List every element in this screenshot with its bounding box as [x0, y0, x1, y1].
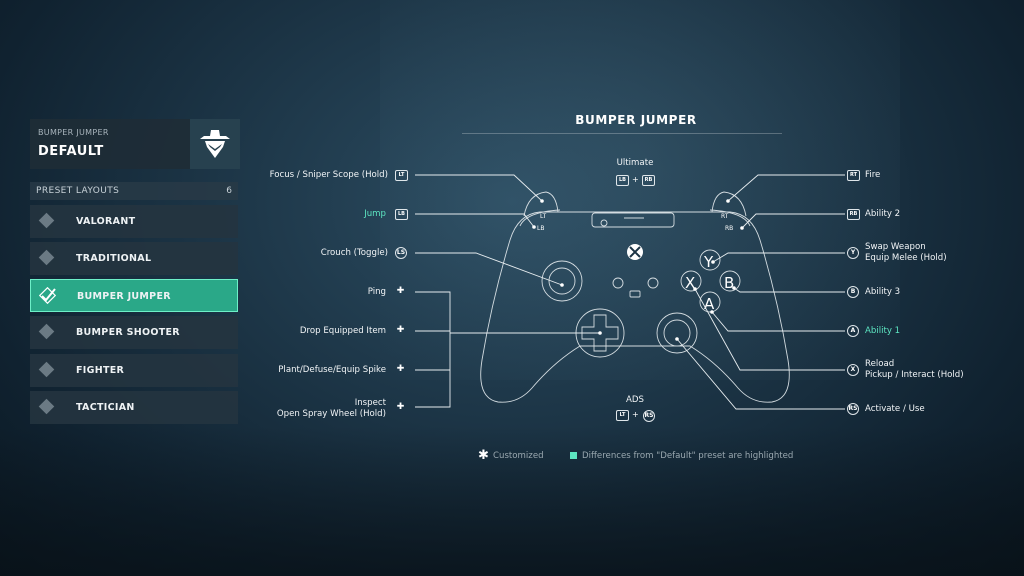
- dpad-down-icon: ✚: [396, 364, 405, 374]
- diamond-icon: [38, 398, 55, 415]
- diamond-icon: [38, 323, 55, 340]
- diamond-icon: [38, 361, 55, 378]
- preset-item-valorant[interactable]: VALORANT: [30, 205, 238, 238]
- binding-ping: Ping: [367, 287, 386, 297]
- preset-item-traditional[interactable]: TRADITIONAL: [30, 242, 238, 275]
- bumper-rb: RB: [725, 225, 733, 232]
- face-button-a: A: [704, 295, 715, 313]
- dpad-up-icon: ✚: [396, 286, 405, 296]
- agent-hat-emblem-icon: [190, 119, 240, 169]
- binding-ability-1: Ability 1: [865, 326, 901, 336]
- plus-sign: +: [632, 175, 639, 184]
- ls-button-icon: LS: [395, 247, 407, 259]
- dpad-right-icon: ✚: [396, 325, 405, 335]
- y-button-icon: Y: [847, 247, 859, 259]
- binding-activate-use: Activate / Use: [865, 404, 925, 414]
- ultimate-label: Ultimate: [616, 158, 654, 168]
- rs-button-icon: RS: [643, 410, 655, 422]
- rt-button-icon: RT: [847, 170, 860, 181]
- binding-swap-weapon: Swap Weapon Equip Melee (Hold): [865, 242, 947, 264]
- lt-button-icon: LT: [616, 410, 629, 421]
- preset-title: DEFAULT: [38, 144, 104, 159]
- diamond-icon: [38, 249, 55, 266]
- diagram-title: BUMPER JUMPER: [575, 113, 697, 127]
- preset-item-bumper-jumper[interactable]: BUMPER JUMPER: [30, 279, 238, 312]
- legend-differences: Differences from "Default" preset are hi…: [582, 451, 794, 461]
- binding-inspect-line2: Open Spray Wheel (Hold): [276, 409, 386, 419]
- background-haze: [380, 0, 900, 380]
- rb-button-icon: RB: [642, 175, 655, 186]
- ads-label: ADS: [626, 395, 644, 405]
- preset-item-label: BUMPER SHOOTER: [76, 327, 180, 338]
- trigger-rt: RT: [721, 213, 729, 220]
- preset-item-tactician[interactable]: TACTICIAN: [30, 391, 238, 424]
- binding-swap-weapon-line1: Swap Weapon: [865, 242, 926, 252]
- binding-reload-line2: Pickup / Interact (Hold): [865, 370, 964, 380]
- preset-item-bumper-shooter[interactable]: BUMPER SHOOTER: [30, 316, 238, 349]
- highlight-swatch-icon: [570, 452, 577, 459]
- binding-focus-scope: Focus / Sniper Scope (Hold): [269, 170, 388, 180]
- rb-button-icon: RB: [847, 209, 860, 220]
- preset-item-label: BUMPER JUMPER: [77, 291, 171, 302]
- dpad-left-icon: ✚: [396, 402, 405, 412]
- trigger-lt: LT: [540, 213, 547, 220]
- binding-swap-weapon-line2: Equip Melee (Hold): [865, 253, 947, 263]
- face-button-b: B: [724, 274, 734, 292]
- binding-reload: Reload Pickup / Interact (Hold): [865, 359, 964, 381]
- preset-subtitle: BUMPER JUMPER: [38, 128, 109, 137]
- binding-reload-line1: Reload: [865, 359, 895, 369]
- legend-customized: Customized: [493, 451, 544, 461]
- b-button-icon: B: [847, 286, 859, 298]
- preset-layouts-label: PRESET LAYOUTS: [36, 186, 120, 196]
- binding-plant-defuse: Plant/Defuse/Equip Spike: [278, 365, 386, 375]
- bumper-lb: LB: [537, 225, 544, 232]
- preset-item-label: VALORANT: [76, 216, 136, 227]
- rs-button-icon: RS: [847, 403, 859, 415]
- diamond-icon: [38, 212, 55, 229]
- preset-item-label: FIGHTER: [76, 365, 125, 376]
- preset-layouts-header: PRESET LAYOUTS 6: [30, 182, 238, 200]
- preset-item-label: TRADITIONAL: [76, 253, 152, 264]
- x-button-icon: X: [847, 364, 859, 376]
- plus-sign: +: [632, 410, 639, 419]
- preset-item-label: TACTICIAN: [76, 402, 135, 413]
- binding-fire: Fire: [865, 170, 881, 180]
- asterisk-icon: ✱: [478, 448, 489, 463]
- a-button-icon: A: [847, 325, 859, 337]
- lb-button-icon: LB: [616, 175, 629, 186]
- binding-ability-3: Ability 3: [865, 287, 901, 297]
- binding-inspect-line1: Inspect: [354, 398, 386, 408]
- face-button-y: Y: [703, 253, 714, 271]
- checkmark-diamond-icon: [39, 287, 56, 304]
- binding-jump: Jump: [364, 209, 386, 219]
- current-preset-card: BUMPER JUMPER DEFAULT: [30, 119, 240, 169]
- face-button-x: X: [685, 274, 695, 292]
- binding-ability-2: Ability 2: [865, 209, 901, 219]
- lb-button-icon: LB: [395, 209, 408, 220]
- background-floor: [0, 426, 1024, 576]
- title-divider: [462, 133, 782, 134]
- binding-inspect: Inspect Open Spray Wheel (Hold): [277, 398, 386, 420]
- lt-button-icon: LT: [395, 170, 408, 181]
- binding-crouch: Crouch (Toggle): [320, 248, 388, 258]
- preset-item-fighter[interactable]: FIGHTER: [30, 354, 238, 387]
- binding-drop-item: Drop Equipped Item: [299, 326, 386, 336]
- preset-layouts-count: 6: [226, 186, 232, 196]
